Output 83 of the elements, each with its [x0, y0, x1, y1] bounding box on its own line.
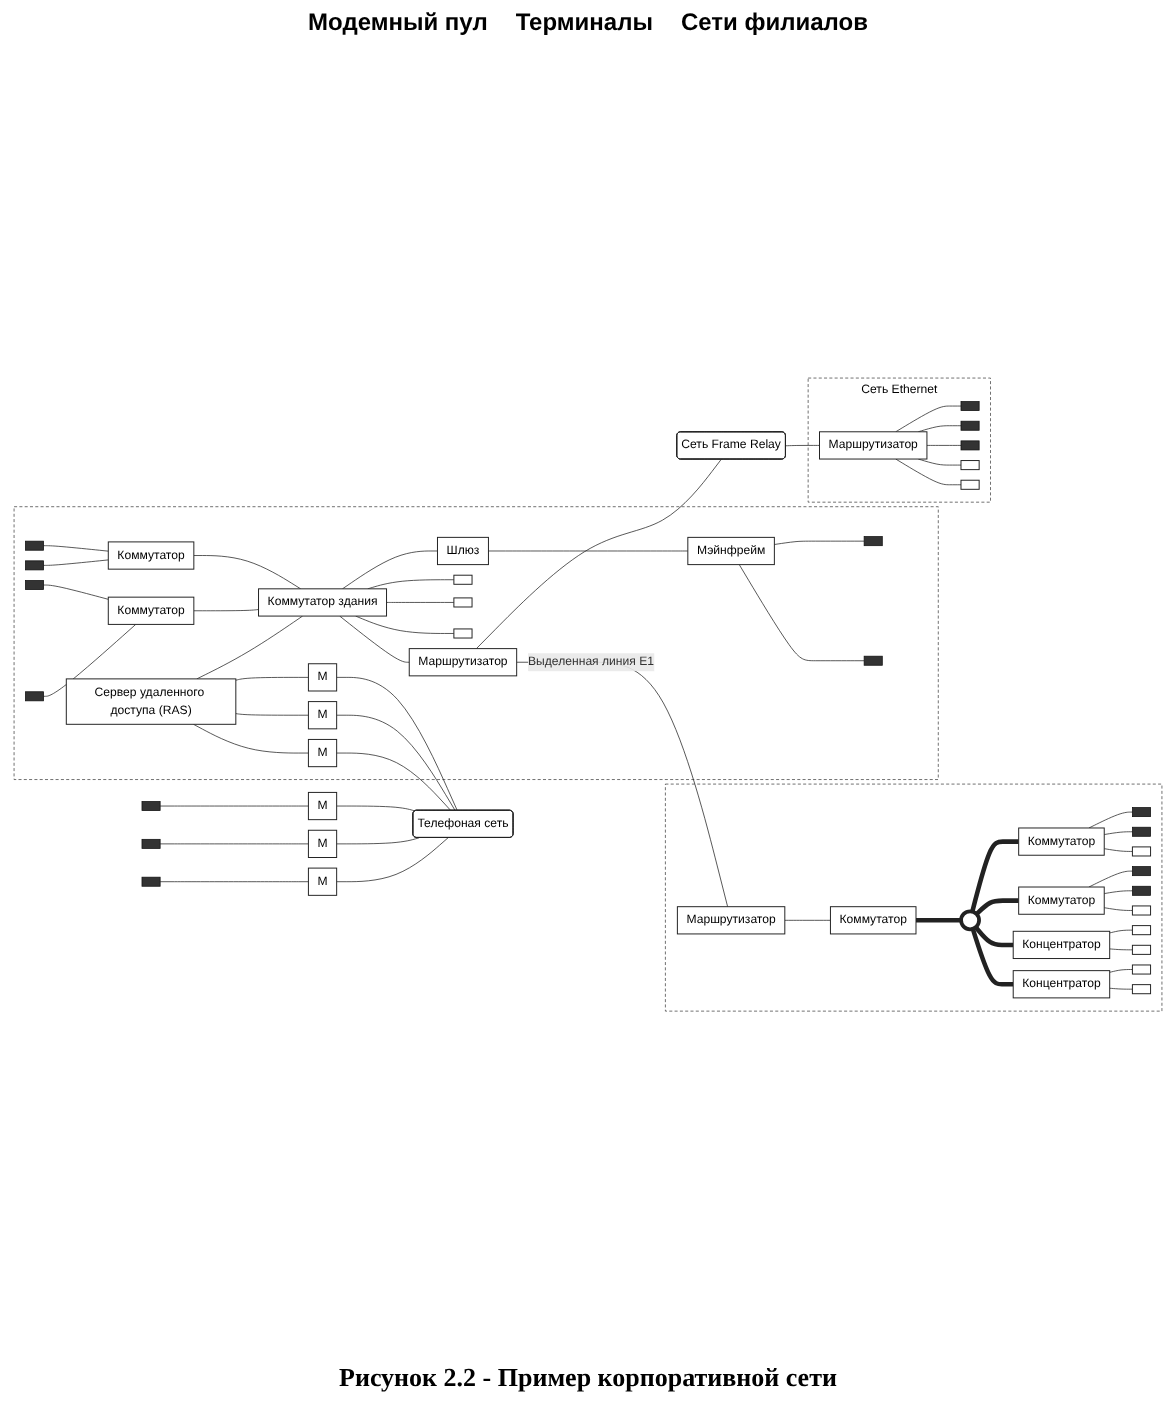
node-server: [1131, 984, 1152, 995]
connector: [1109, 988, 1133, 990]
node-computer: [25, 541, 44, 551]
node-server: [960, 480, 980, 491]
connector: [159, 881, 309, 883]
node-server: [1131, 846, 1152, 857]
connector: [336, 806, 416, 812]
node-computer: [960, 401, 980, 412]
connector: [1103, 831, 1133, 836]
connector: [916, 918, 962, 923]
node-computer: [1132, 827, 1151, 838]
node-server: [453, 597, 473, 608]
node-server: [453, 628, 473, 639]
annotation-text: Терминалы: [515, 8, 653, 36]
connector: [196, 616, 303, 680]
connector: [367, 579, 455, 590]
node-computer: [141, 877, 161, 888]
connector: [235, 677, 309, 681]
connector: [43, 624, 137, 698]
connector: [43, 559, 109, 567]
connector: [193, 724, 309, 754]
node-server: [1131, 905, 1152, 916]
connector: [336, 715, 456, 812]
node-computer: [960, 440, 980, 451]
connector: [774, 541, 865, 546]
connector: [926, 445, 962, 447]
connector: [1088, 871, 1133, 888]
connector: [1103, 890, 1133, 895]
connector: [1088, 812, 1133, 829]
node-computer: [863, 656, 883, 667]
node-computer: [960, 421, 980, 432]
node-computer: [141, 839, 161, 850]
connector: [336, 753, 452, 812]
node-server: [453, 575, 473, 586]
connector: [1109, 930, 1133, 934]
connector: [336, 837, 449, 883]
connector: [784, 920, 831, 922]
node-server: [1131, 945, 1152, 956]
node-computer: [141, 801, 161, 812]
connector: [476, 459, 722, 650]
connector: [339, 616, 410, 664]
node-computer: [863, 536, 883, 547]
connector: [895, 406, 962, 433]
connector: [488, 551, 689, 552]
node-computer: [25, 560, 44, 571]
connector: [235, 713, 309, 716]
node-server: [1131, 964, 1152, 975]
connector: [970, 928, 1014, 987]
node-computer: [25, 580, 44, 591]
connector: [785, 445, 820, 447]
connector: [917, 459, 962, 466]
node-computer: [1132, 807, 1151, 818]
connector: [1103, 907, 1133, 912]
annotation-text: Модемный пул: [308, 8, 488, 36]
connector: [193, 555, 302, 590]
connector: [336, 837, 420, 845]
connector: [895, 459, 962, 486]
connector: [386, 602, 455, 604]
node-computer: [1132, 886, 1151, 897]
connector: [917, 425, 962, 433]
connector: [159, 806, 309, 807]
connector: [738, 564, 865, 662]
connector: [43, 545, 109, 552]
connector: [159, 843, 309, 845]
connector: [1103, 848, 1133, 853]
node-computer: [1132, 866, 1151, 877]
figure-caption: Рисунок 2.2 - Пример корпоративной сети: [339, 1362, 837, 1394]
node-server: [960, 460, 980, 471]
connector: [974, 898, 1019, 917]
connector: [974, 926, 1014, 948]
annotation-text: Сети филиалов: [680, 8, 868, 36]
cluster: [13, 506, 939, 781]
node-server: [1131, 925, 1152, 936]
connector: [43, 585, 109, 601]
connector: [336, 677, 458, 812]
connector: [342, 551, 438, 590]
cluster: [665, 784, 1163, 1012]
connector: [193, 609, 259, 612]
connector: [1109, 948, 1133, 951]
connector: [355, 616, 455, 635]
node-ring: [959, 909, 981, 932]
node-computer: [25, 691, 44, 702]
connector: [1109, 969, 1133, 974]
